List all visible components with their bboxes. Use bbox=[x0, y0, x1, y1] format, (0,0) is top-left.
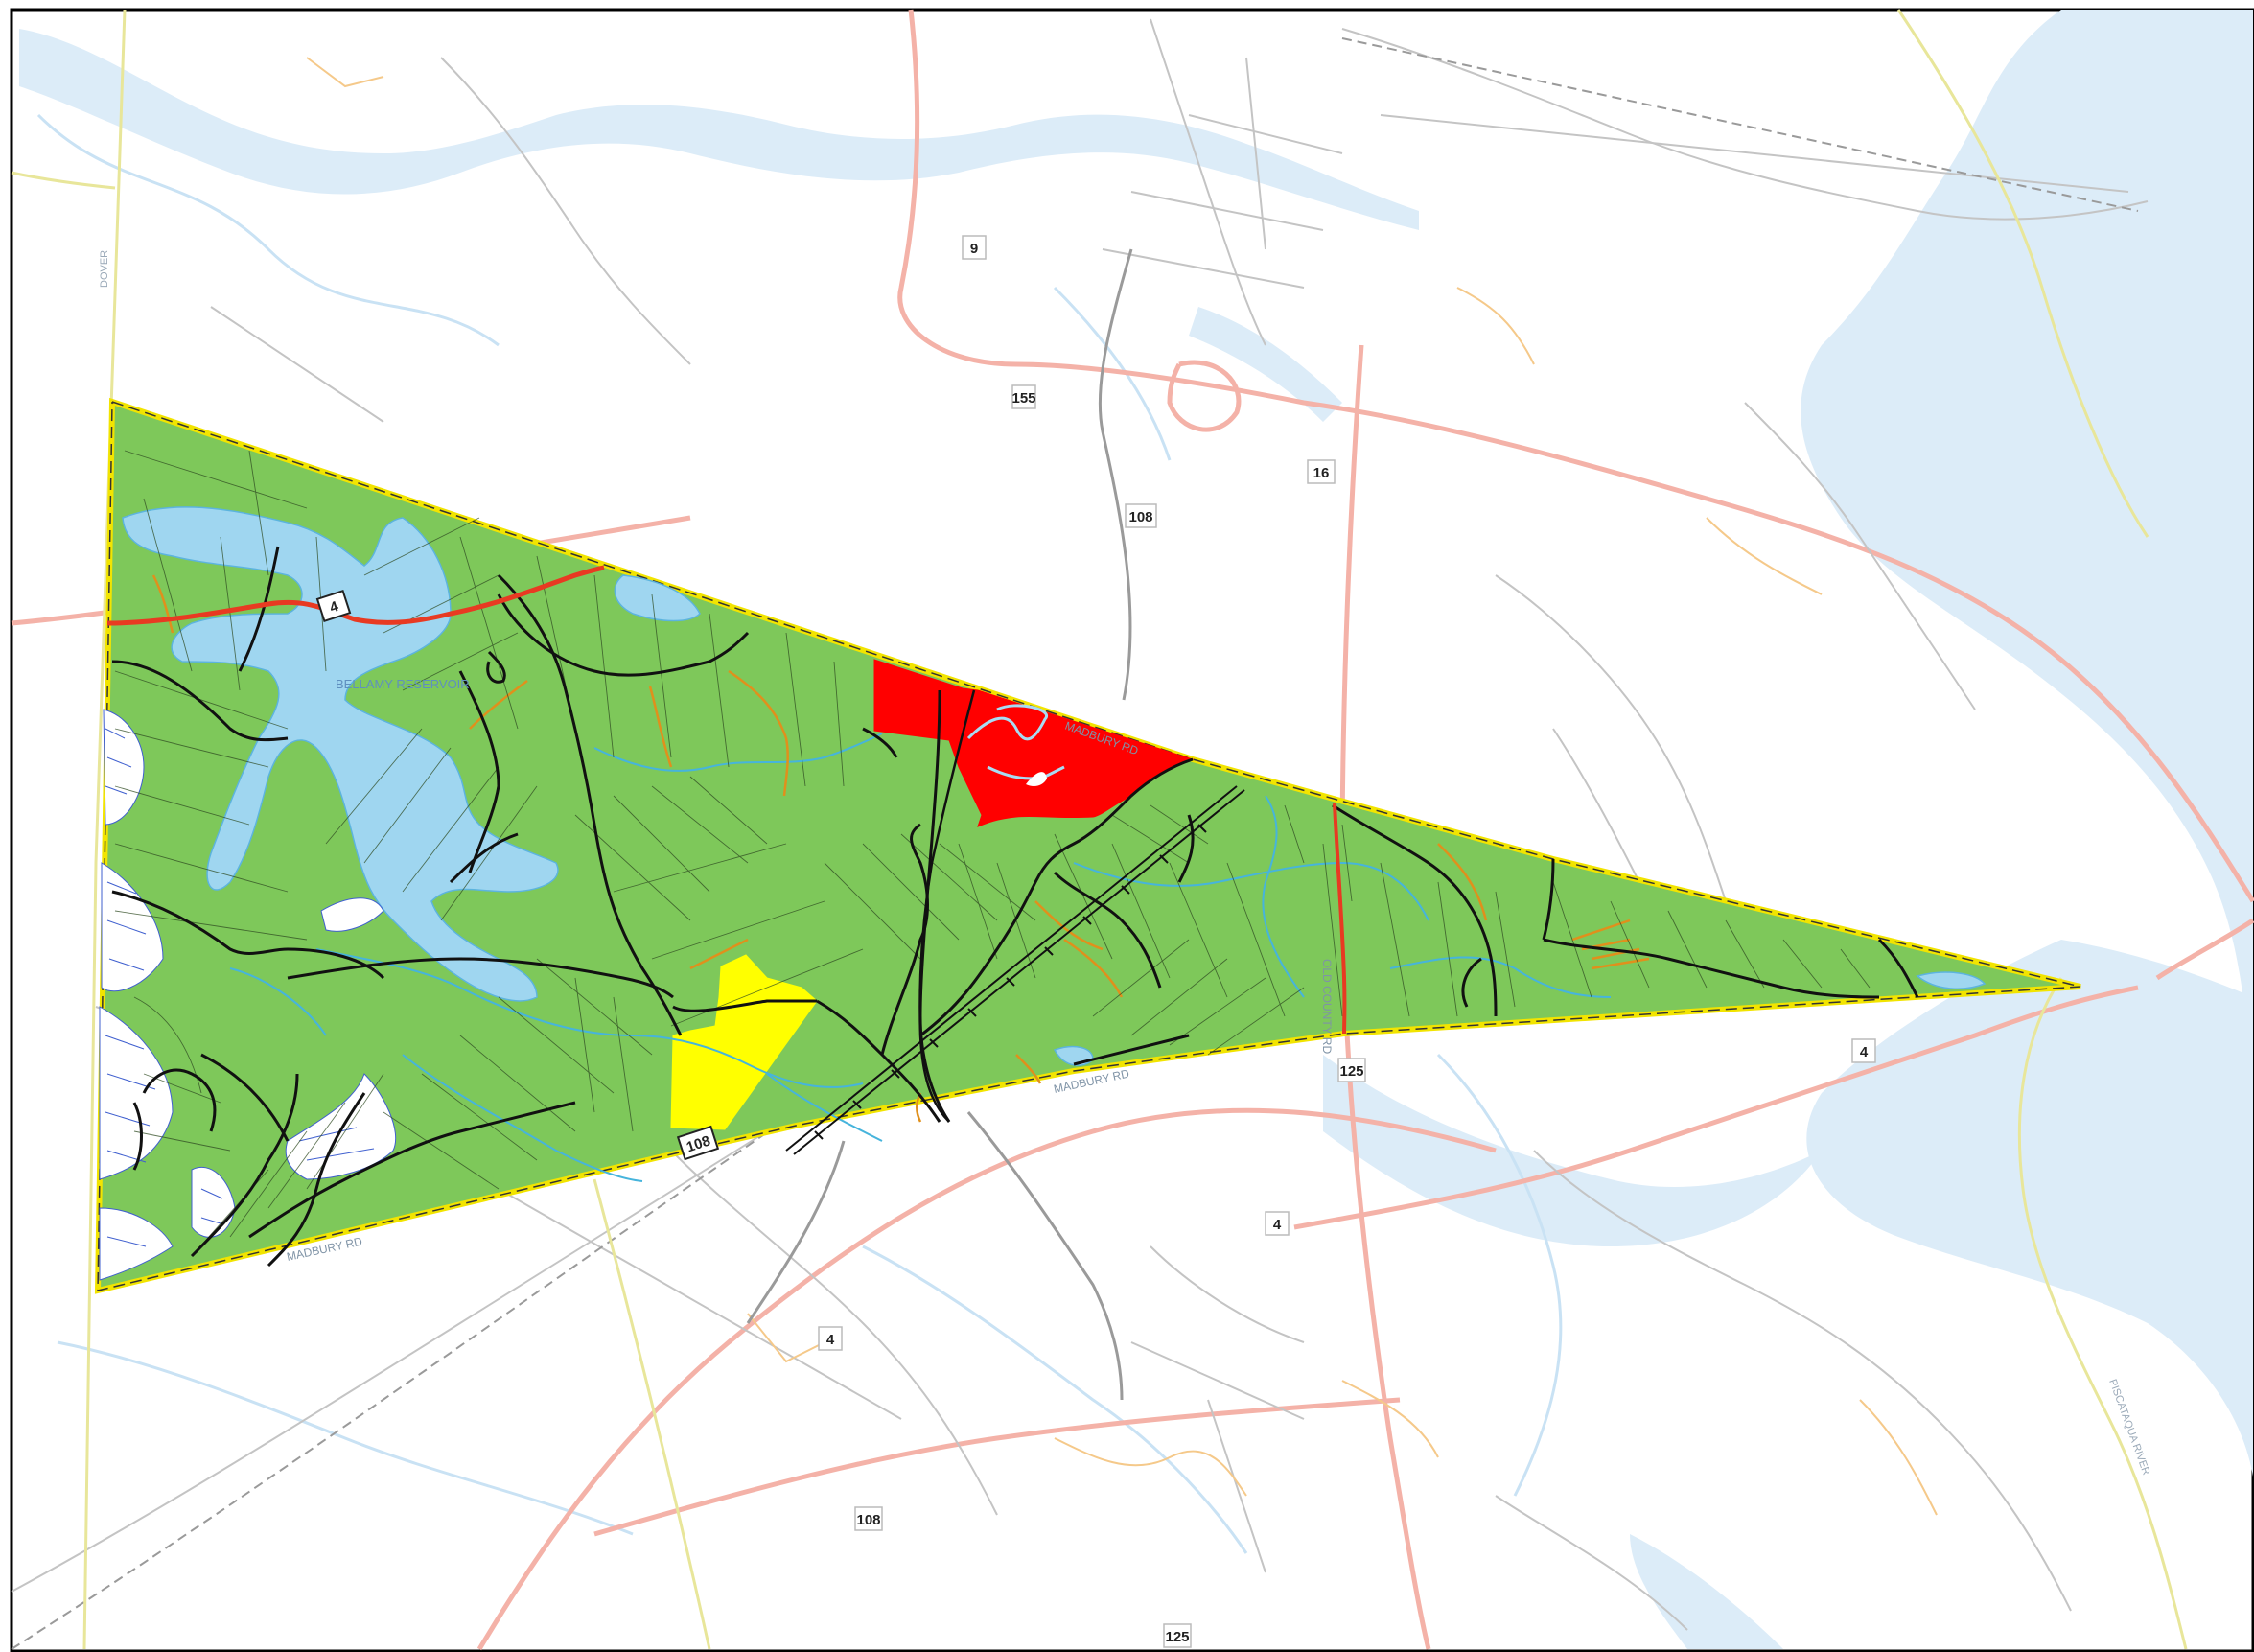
wetlands bbox=[99, 709, 397, 1281]
railroad-ticks bbox=[814, 824, 1207, 1140]
route-shield-125-b-label: 125 bbox=[1165, 1629, 1189, 1645]
pond-north bbox=[614, 574, 701, 622]
route-shield-16[interactable]: 16 bbox=[1307, 459, 1336, 484]
route-4-highway[interactable] bbox=[106, 565, 605, 626]
route-shield-125-b[interactable]: 125 bbox=[1163, 1623, 1192, 1648]
route-shield-108-north[interactable]: 108 bbox=[1125, 503, 1157, 528]
wetland-hatching bbox=[105, 728, 375, 1247]
background-boundaries bbox=[11, 9, 2188, 1650]
route-shield-4-west[interactable]: 4 bbox=[315, 590, 352, 622]
background-development-roads bbox=[306, 57, 1938, 1516]
route-shield-125-a-label: 125 bbox=[1339, 1063, 1363, 1080]
route-shield-9-label: 9 bbox=[970, 241, 978, 257]
road-label-west: DOVER bbox=[99, 250, 110, 288]
background-streams bbox=[36, 113, 1563, 1554]
trails bbox=[151, 574, 1650, 1123]
route-shield-108-north-label: 108 bbox=[1128, 509, 1152, 525]
reservoir-label: BELLAMY RESERVOIR bbox=[336, 677, 470, 691]
route-shield-16-label: 16 bbox=[1313, 465, 1330, 481]
route-shield-108-main[interactable]: 108 bbox=[676, 1125, 720, 1161]
route-shield-125-a[interactable]: 125 bbox=[1337, 1058, 1366, 1082]
route-shield-155-label: 155 bbox=[1011, 390, 1035, 407]
background-water bbox=[19, 10, 2253, 1649]
pond-river-mouth bbox=[1916, 971, 1987, 989]
parcel-lines bbox=[114, 450, 1871, 1257]
route-shield-108-main-label: 108 bbox=[685, 1132, 712, 1155]
route-shield-155[interactable]: 155 bbox=[1011, 384, 1036, 409]
streams bbox=[229, 733, 1612, 1182]
route-shield-4-south[interactable]: 4 bbox=[1265, 1211, 1290, 1236]
railroad bbox=[785, 785, 1245, 1155]
outside-roads bbox=[746, 248, 1133, 1401]
route-16-highway[interactable] bbox=[1333, 803, 1347, 1035]
route-shield-4-south-label: 4 bbox=[1273, 1217, 1282, 1233]
route-shield-4-far-south[interactable]: 4 bbox=[818, 1326, 843, 1351]
route-shield-108-south-label: 108 bbox=[856, 1512, 880, 1528]
red-parcel-pond bbox=[1026, 772, 1047, 786]
bellamy-reservoir[interactable] bbox=[122, 506, 559, 1002]
parcel-yellow[interactable] bbox=[670, 954, 818, 1130]
route-shield-108-south[interactable]: 108 bbox=[854, 1506, 883, 1531]
route-shield-4-far-south-label: 4 bbox=[826, 1332, 835, 1348]
route-shield-9[interactable]: 9 bbox=[962, 235, 987, 260]
rail-ns bbox=[918, 689, 976, 1123]
road-label-county: OLD COUNTY RD bbox=[1320, 959, 1334, 1054]
route-shield-4-east-label: 4 bbox=[1860, 1044, 1869, 1060]
route-shield-4-east[interactable]: 4 bbox=[1851, 1038, 1876, 1063]
